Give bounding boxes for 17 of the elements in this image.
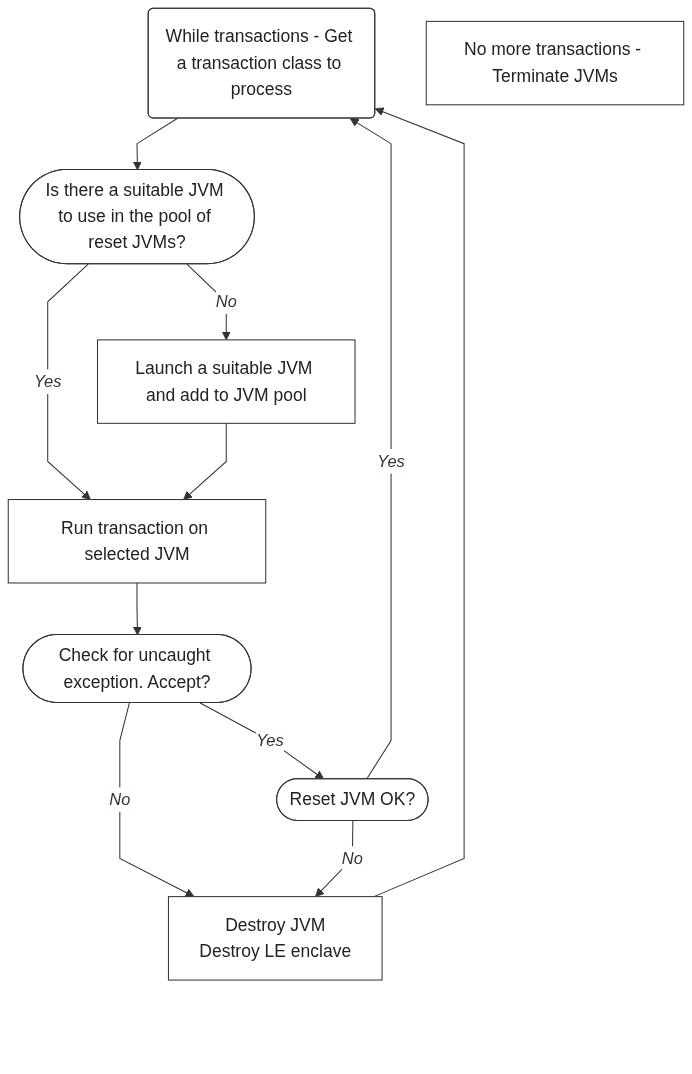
edge-label: Yes <box>256 731 284 749</box>
arrow <box>349 118 392 780</box>
node-box: Destroy JVM Destroy LE enclave <box>167 896 383 981</box>
node-box: Run transaction on selected JVM <box>7 499 267 584</box>
arrow <box>183 422 227 500</box>
edge-label: No <box>109 790 131 808</box>
arrow <box>119 702 195 897</box>
edge-label: Yes <box>33 372 62 390</box>
edge-label: No <box>215 292 237 311</box>
node-box: No more transactions - Terminate JVMs <box>425 20 685 106</box>
edge-label: No <box>341 849 363 867</box>
node-box: Launch a suitable JVM and add to JVM pool <box>97 339 356 424</box>
arrow <box>199 702 325 780</box>
edge-label: Yes <box>377 452 405 470</box>
arrow <box>47 263 91 500</box>
arrow <box>132 117 178 171</box>
arrow <box>132 582 142 636</box>
